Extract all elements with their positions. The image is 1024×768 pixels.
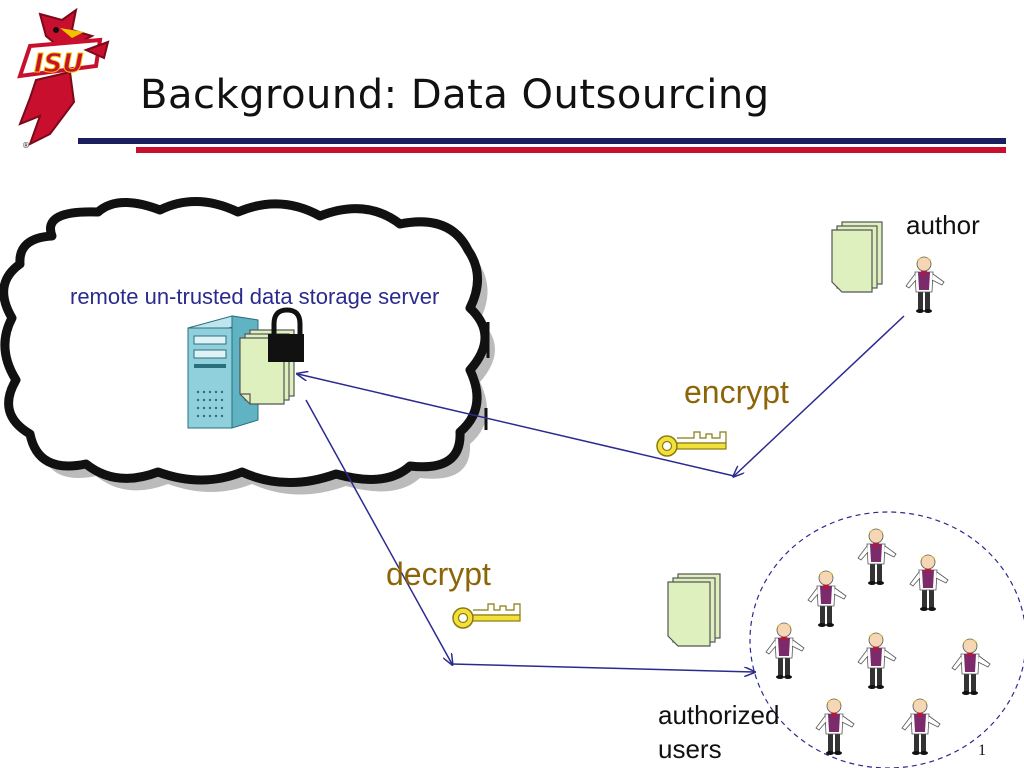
logo-text: ISU [34,49,84,79]
user-person-icon [901,698,941,755]
user-person-icon [951,638,991,695]
arrow-encrypt-to-cloud [298,374,735,477]
user-person-icon [857,528,897,585]
page-title: Background: Data Outsourcing [140,72,770,118]
logo-registered: ® [22,141,30,150]
lock-icon [268,307,304,362]
key-icon-decrypt [452,603,521,629]
people-layer [765,256,991,755]
arrow-decrypt-to-users [451,663,754,672]
arrow-author-to-encrypt [734,315,905,476]
cloud-label: remote un-trusted data storage server [70,284,440,309]
documents-icon-users [667,573,721,647]
user-person-icon [909,554,949,611]
encrypt-label: encrypt [684,374,789,410]
authorized-users-group [749,511,1024,768]
key-icon-encrypt [656,431,727,457]
user-person-icon [807,570,847,627]
user-person-icon [765,622,805,679]
author-person-icon [905,256,945,313]
authorized-users-label: authorized users [658,700,780,764]
title-rule-red [136,147,1006,153]
arrow-cloud-to-decrypt [305,399,452,664]
author-label: author [906,210,980,240]
user-person-icon [857,632,897,689]
decrypt-label: decrypt [386,556,491,592]
page-number: 1 [978,742,986,759]
isu-cardinal-logo: ISU ® [17,7,110,150]
user-person-icon [815,698,855,755]
documents-icon-author [831,221,883,293]
title-rule-navy [78,138,1006,144]
